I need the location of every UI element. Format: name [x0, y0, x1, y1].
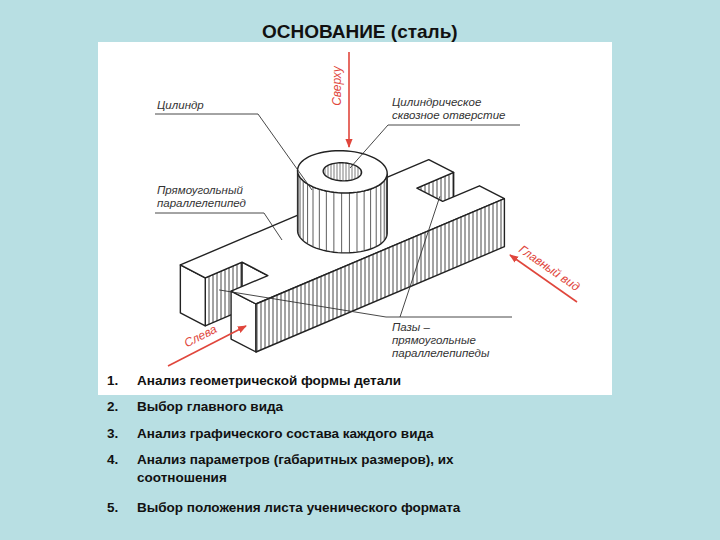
- callout-label: Цилиндр: [157, 99, 204, 112]
- cylinder-top: [298, 151, 388, 193]
- hatch-stroke: [333, 192, 334, 252]
- cylinder: [298, 151, 388, 253]
- hatch-stroke: [386, 177, 387, 237]
- hatch-stroke: [380, 184, 381, 244]
- hatch-stroke: [387, 174, 388, 234]
- callout-label: Пазы – прямоугольные параллелепипеды: [392, 321, 494, 360]
- hatch-stroke: [307, 184, 308, 244]
- hatch-stroke: [364, 191, 365, 251]
- hatch-stroke: [303, 181, 304, 241]
- list-item: Выбор положения листа ученического форма…: [137, 499, 522, 517]
- list-item: Анализ графического состава каждого вида: [137, 425, 522, 443]
- leader-lines: [155, 114, 520, 317]
- list-number: 2.: [107, 398, 118, 416]
- leader-line: [155, 213, 282, 240]
- hatch-stroke: [349, 193, 350, 253]
- list-number: 1.: [107, 372, 118, 390]
- view-direction-label: Сверху: [330, 66, 344, 106]
- hatch-stroke: [300, 177, 301, 237]
- leader-line: [219, 290, 512, 317]
- hatch-stroke: [370, 189, 371, 249]
- hatch-stroke: [298, 174, 299, 234]
- hatch-stroke: [313, 187, 314, 247]
- leader-line: [155, 114, 312, 190]
- leader-line: [400, 196, 440, 317]
- leader-line: [350, 125, 520, 168]
- white-panel: [98, 42, 612, 395]
- view-arrow: [348, 52, 350, 147]
- through-hole: [323, 163, 361, 181]
- part-drawing: [180, 151, 504, 352]
- hatch-stroke: [384, 181, 385, 241]
- list-number: 5.: [107, 499, 118, 517]
- list-number: 3.: [107, 425, 118, 443]
- hatch-stroke: [356, 192, 357, 252]
- slide-title: ОСНОВАНИЕ (сталь): [262, 21, 458, 43]
- list-item: Выбор главного вида: [137, 398, 522, 416]
- list-item: Анализ параметров (габаритных размеров),…: [137, 451, 522, 487]
- hatch-stroke: [326, 191, 327, 251]
- hatch-stroke: [341, 193, 342, 253]
- callout-label: Прямоугольный параллелепипед: [157, 184, 269, 210]
- list-item: Анализ геометрической формы детали: [137, 372, 522, 390]
- hatch-stroke: [319, 189, 320, 249]
- callout-label: Цилиндрическое сквозное отверстие: [392, 96, 524, 122]
- hatch-stroke: [376, 187, 377, 247]
- list-number: 4.: [107, 451, 118, 469]
